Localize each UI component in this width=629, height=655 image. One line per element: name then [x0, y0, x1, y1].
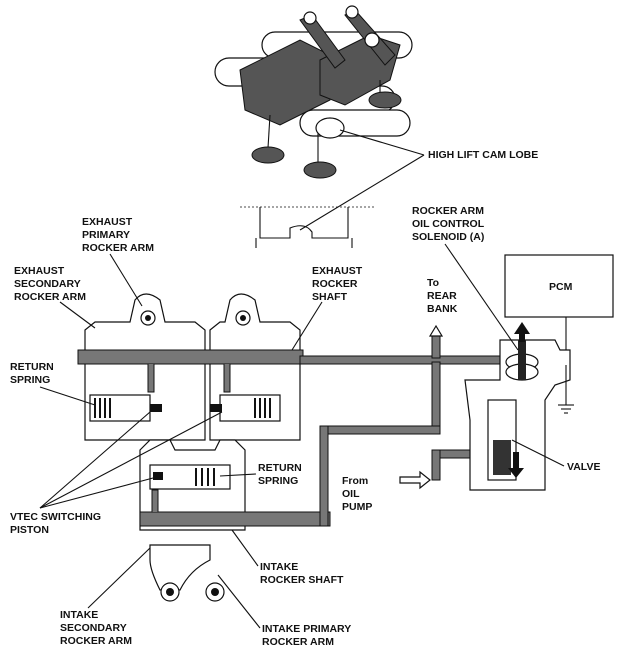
svg-text:ROCKER: ROCKER: [312, 278, 358, 290]
label-intake-secondary: INTAKE SECONDARY ROCKER ARM: [60, 547, 151, 647]
label-exhaust-primary: EXHAUST PRIMARY ROCKER ARM: [82, 216, 154, 307]
label-high-lift-cam-lobe: HIGH LIFT CAM LOBE: [428, 149, 538, 161]
svg-text:ROCKER ARM: ROCKER ARM: [82, 242, 154, 254]
svg-text:SPRING: SPRING: [258, 475, 298, 487]
label-exhaust-secondary: EXHAUST SECONDARY ROCKER ARM: [14, 265, 96, 329]
valves: [251, 80, 402, 179]
pcm-wiring: [558, 317, 574, 414]
camshaft-illustration: [214, 5, 413, 179]
svg-text:OIL: OIL: [342, 488, 360, 500]
label-exhaust-shaft: EXHAUST ROCKER SHAFT: [291, 265, 363, 351]
label-to-rear-bank: To REAR BANK: [427, 277, 458, 315]
svg-text:ROCKER ARM: ROCKER ARM: [60, 635, 132, 647]
label-pcm: PCM: [549, 281, 573, 293]
to-rear-bank-arrow: [428, 324, 444, 337]
label-return-spring-right: RETURN SPRING: [219, 462, 302, 487]
svg-text:SHAFT: SHAFT: [312, 291, 348, 303]
spool-valve: [487, 399, 524, 481]
return-spring-left-coil: [94, 398, 111, 418]
svg-text:PISTON: PISTON: [10, 524, 49, 536]
rocker-arm-assembly: [239, 5, 401, 126]
svg-text:ROCKER ARM: ROCKER ARM: [14, 291, 86, 303]
svg-text:PRIMARY: PRIMARY: [82, 229, 130, 241]
exhaust-rocker-shaft: [77, 349, 304, 365]
svg-text:PUMP: PUMP: [342, 501, 372, 513]
label-intake-primary: INTAKE PRIMARY ROCKER ARM: [217, 574, 351, 648]
svg-text:VTEC SWITCHING: VTEC SWITCHING: [10, 511, 101, 523]
cam-lobe-profile: [240, 206, 375, 248]
svg-text:INTAKE: INTAKE: [60, 609, 98, 621]
svg-text:BANK: BANK: [427, 303, 458, 315]
svg-text:VALVE: VALVE: [567, 461, 600, 473]
svg-text:EXHAUST: EXHAUST: [82, 216, 133, 228]
svg-text:INTAKE PRIMARY: INTAKE PRIMARY: [262, 623, 351, 635]
svg-text:ROCKER ARM: ROCKER ARM: [262, 636, 334, 648]
intake-rocker-shaft: [139, 511, 331, 527]
label-intake-shaft: INTAKE ROCKER SHAFT: [231, 529, 344, 586]
intake-return-spring-coil: [195, 468, 215, 486]
svg-text:RETURN: RETURN: [10, 361, 54, 373]
label-vtec-piston: VTEC SWITCHING PISTON: [10, 411, 223, 536]
label-from-oil-pump: From OIL PUMP: [342, 475, 372, 513]
svg-text:ROCKER ARM: ROCKER ARM: [412, 205, 484, 217]
exhaust-rocker-assembly: [77, 293, 304, 441]
svg-text:EXHAUST: EXHAUST: [14, 265, 65, 277]
svg-text:SOLENOID (A): SOLENOID (A): [412, 231, 484, 243]
oil-passages: [299, 335, 511, 527]
svg-text:SECONDARY: SECONDARY: [14, 278, 81, 290]
intake-rocker-assembly: [139, 439, 331, 602]
svg-text:INTAKE: INTAKE: [260, 561, 298, 573]
return-spring-right-coil: [254, 398, 271, 418]
svg-text:To: To: [427, 277, 439, 289]
svg-text:REAR: REAR: [427, 290, 457, 302]
label-return-spring-left: RETURN SPRING: [10, 361, 96, 406]
svg-text:SECONDARY: SECONDARY: [60, 622, 127, 634]
svg-text:From: From: [342, 475, 368, 487]
label-valve: VALVE: [511, 439, 600, 473]
from-oil-pump-arrow: [399, 470, 431, 490]
high-lift-cam-lobe: [315, 117, 345, 139]
label-rocker-solenoid: ROCKER ARM OIL CONTROL SOLENOID (A): [412, 205, 519, 351]
leader-high-lift-cam-lobe: [299, 129, 425, 231]
svg-text:ROCKER SHAFT: ROCKER SHAFT: [260, 574, 344, 586]
svg-text:EXHAUST: EXHAUST: [312, 265, 363, 277]
svg-text:RETURN: RETURN: [258, 462, 302, 474]
pcm-box: [504, 254, 614, 318]
svg-text:OIL CONTROL: OIL CONTROL: [412, 218, 485, 230]
svg-text:SPRING: SPRING: [10, 374, 50, 386]
